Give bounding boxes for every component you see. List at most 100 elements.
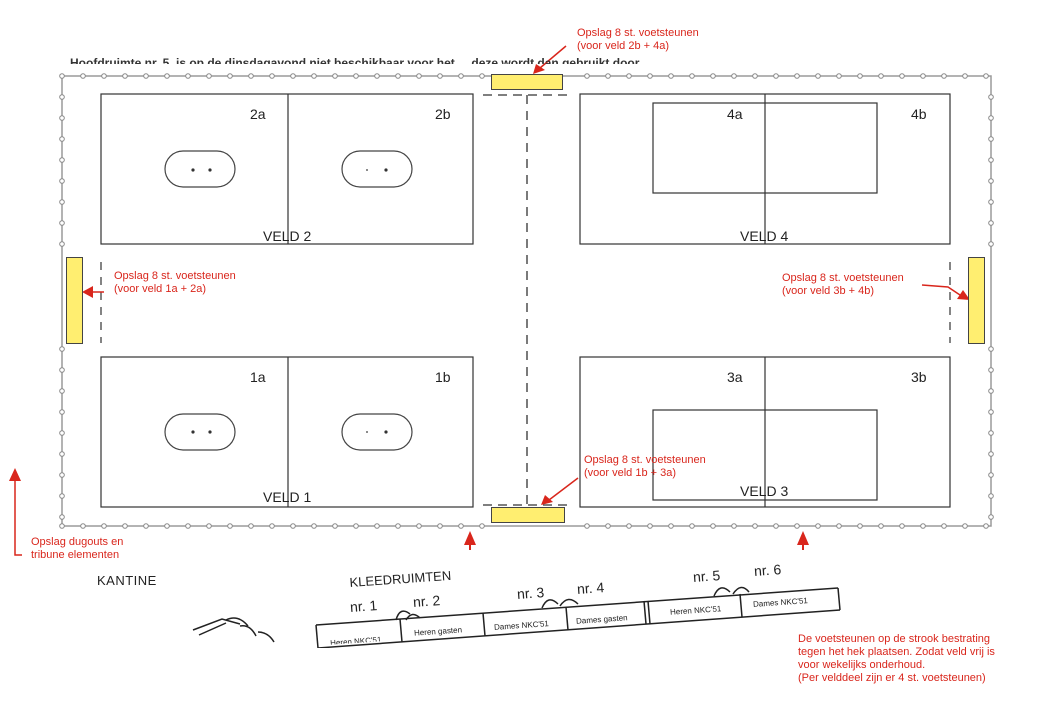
fence-post <box>962 523 968 529</box>
fence-post <box>584 73 590 79</box>
room-door <box>713 586 750 597</box>
fence-post <box>710 73 716 79</box>
fence-post <box>458 73 464 79</box>
fence-post <box>988 136 994 142</box>
court-marking <box>341 150 413 188</box>
fence-post <box>80 523 86 529</box>
fence-post <box>290 73 296 79</box>
note-left: Opslag 8 st. voetsteunen (voor veld 1a +… <box>114 270 236 296</box>
arrow-up-marker <box>464 531 476 545</box>
fence-post <box>605 523 611 529</box>
fence-post <box>59 94 65 100</box>
note-line: (Per velddeel zijn er 4 st. voetsteunen) <box>798 672 986 684</box>
fence-post <box>647 523 653 529</box>
fence-post <box>920 73 926 79</box>
court-marking <box>164 413 236 451</box>
note-line: (voor veld 3b + 4b) <box>782 285 875 297</box>
field-label-2a: 2a <box>250 106 266 122</box>
fence-post <box>185 523 191 529</box>
fence-post <box>458 523 464 529</box>
fence-post <box>731 523 737 529</box>
note-line: (voor veld 1a + 2a) <box>114 283 207 295</box>
storage-left <box>66 257 83 344</box>
fence-post <box>584 523 590 529</box>
fence-post <box>857 523 863 529</box>
fence-post <box>988 157 994 163</box>
fence-post <box>988 220 994 226</box>
header-text-cutoff: Hoofdruimte nr. 5, is op de dinsdagavond… <box>70 56 653 64</box>
fence-post <box>59 451 65 457</box>
note-line: tribune elementen <box>31 549 120 561</box>
fence-post <box>815 523 821 529</box>
storage-bottom <box>491 507 565 523</box>
fence-post <box>941 523 947 529</box>
fence-post <box>605 73 611 79</box>
fence-post <box>164 523 170 529</box>
fence-post <box>437 523 443 529</box>
fence-post <box>59 241 65 247</box>
fence-post <box>899 523 905 529</box>
fence-post <box>794 523 800 529</box>
fence-post <box>185 73 191 79</box>
fence-post <box>59 367 65 373</box>
fence-post <box>689 73 695 79</box>
fence-post <box>59 178 65 184</box>
fence-post <box>668 523 674 529</box>
fence-post <box>269 523 275 529</box>
fence-post <box>988 493 994 499</box>
fence-post <box>122 523 128 529</box>
note-top: Opslag 8 st. voetsteunen (voor veld 2b +… <box>577 27 699 53</box>
note-line: Opslag 8 st. voetsteunen <box>782 272 904 284</box>
fence-post <box>752 73 758 79</box>
fence-post <box>988 514 994 520</box>
fence-post <box>59 523 65 529</box>
fence-post <box>773 523 779 529</box>
fence-post <box>988 199 994 205</box>
fence-post <box>983 73 989 79</box>
fence-post <box>395 523 401 529</box>
field-veld-1 <box>100 356 474 508</box>
storage-right <box>968 257 985 344</box>
note-right: Opslag 8 st. voetsteunen (voor veld 3b +… <box>782 272 904 298</box>
field-name-veld-3: VELD 3 <box>740 483 789 499</box>
fence-post <box>988 367 994 373</box>
kantine-corner <box>192 618 241 631</box>
note-instructions: De voetsteunen op de strook bestrating t… <box>798 633 995 685</box>
field-outline <box>100 93 474 245</box>
storage-top <box>491 74 563 90</box>
fence-post <box>101 73 107 79</box>
fence-post <box>899 73 905 79</box>
field-name-veld-1: VELD 1 <box>263 489 312 505</box>
arrow-top-line <box>539 45 567 69</box>
building-plan <box>192 586 841 649</box>
field-veld-4 <box>579 93 951 245</box>
room-nr-2: nr. 2 <box>412 592 441 610</box>
fence-post <box>353 73 359 79</box>
fence-post <box>988 472 994 478</box>
fence-post <box>988 451 994 457</box>
fence-post <box>479 523 485 529</box>
fence-post <box>374 523 380 529</box>
fence-post <box>988 241 994 247</box>
fence-post <box>920 523 926 529</box>
room-door <box>541 598 579 609</box>
field-outline <box>100 356 474 508</box>
fence-post <box>395 73 401 79</box>
field-label-1a: 1a <box>250 369 266 385</box>
kantine-label: KANTINE <box>97 573 157 588</box>
field-label-3a: 3a <box>727 369 743 385</box>
fence-post <box>988 115 994 121</box>
fence-post <box>311 73 317 79</box>
fence-post <box>374 73 380 79</box>
fence-post <box>311 523 317 529</box>
court-marking <box>341 413 413 451</box>
note-bottom: Opslag 8 st. voetsteunen (voor veld 1b +… <box>584 454 706 480</box>
note-line: tegen het hek plaatsen. Zodat veld vrij … <box>798 646 995 658</box>
fence-post <box>437 73 443 79</box>
fence-post <box>752 523 758 529</box>
arrow-left-head <box>82 286 93 298</box>
fence-post <box>59 430 65 436</box>
fence-post <box>59 346 65 352</box>
fence-post <box>143 73 149 79</box>
